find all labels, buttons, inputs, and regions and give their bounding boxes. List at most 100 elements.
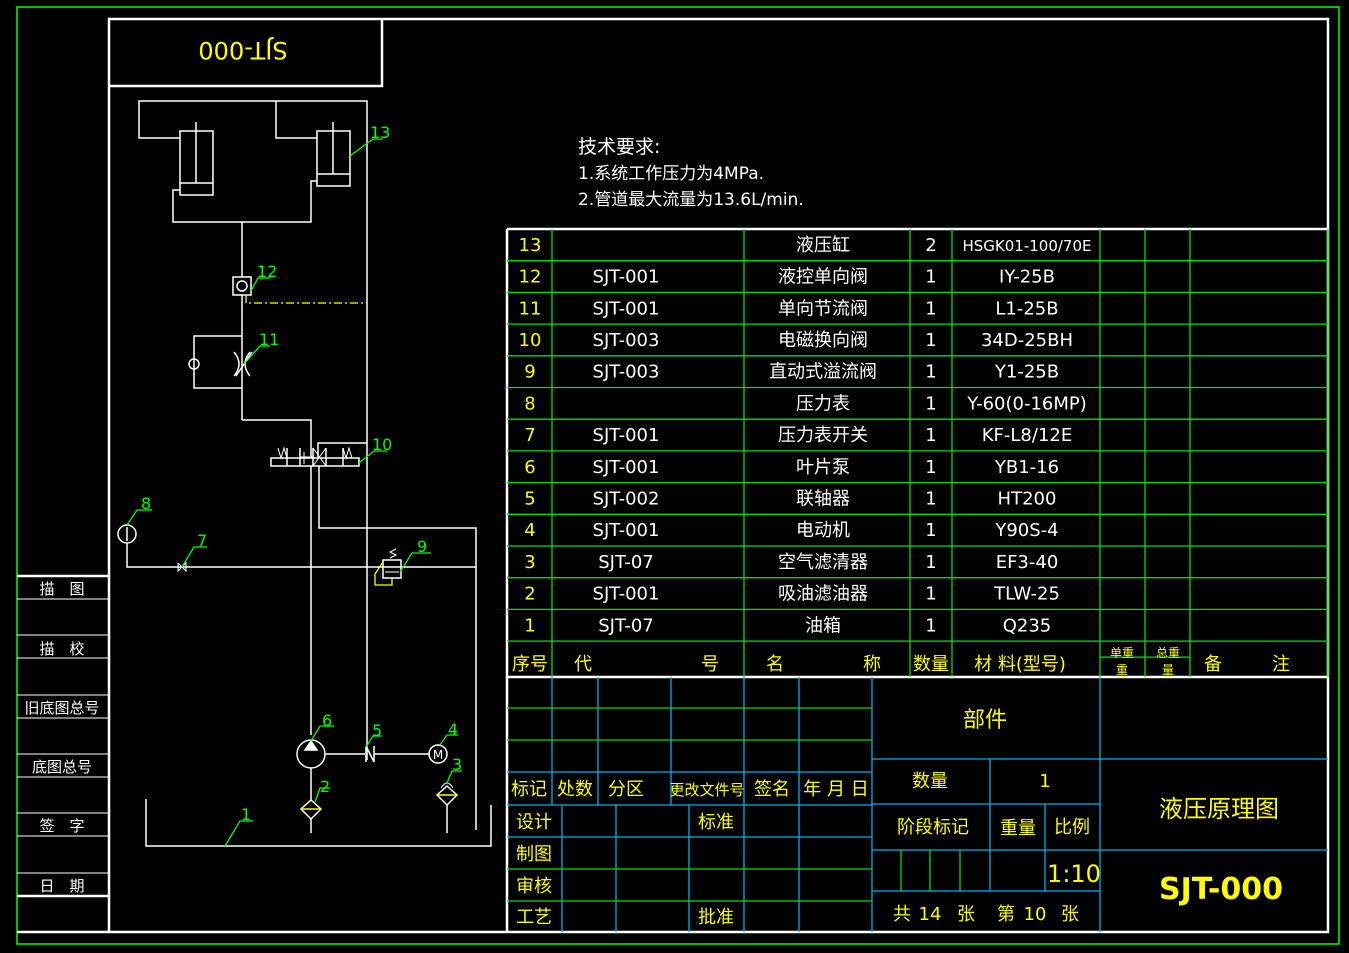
side-label-base-no: 底图总号 <box>32 758 92 776</box>
sheets-current: 10 <box>1024 904 1047 925</box>
bom-header-name-a: 名 <box>766 654 784 675</box>
bom-cell-code: SJT-001 <box>593 584 660 605</box>
side-strip <box>17 574 109 934</box>
bom-header-code-a: 代 <box>574 654 592 675</box>
bom-cell-seq: 1 <box>524 615 535 636</box>
callout-7: 7 <box>197 531 207 550</box>
bom-cell-material: Y1-25B <box>994 362 1059 383</box>
bom-cell-material: 34D-25BH <box>981 330 1073 351</box>
bom-cell-material: TLW-25 <box>993 584 1060 605</box>
bom-cell-name: 电动机 <box>796 520 850 541</box>
bom-header-name-b: 称 <box>863 654 881 675</box>
pilot-line <box>245 295 367 304</box>
callout-1: 1 <box>241 805 251 824</box>
bom-cell-qty: 1 <box>925 330 936 351</box>
bom-cell-material: L1-25B <box>995 298 1058 319</box>
bom-cell-name: 直动式溢流阀 <box>769 362 877 383</box>
relief-valve-icon <box>374 548 402 586</box>
bom-cell-material: IY-25B <box>999 267 1055 288</box>
rev-header-count: 处数 <box>557 779 593 800</box>
drawing-number: SJT-000 <box>1159 872 1283 907</box>
bom-header-material: 材 料(型号) <box>974 654 1066 675</box>
scale-value: 1:10 <box>1047 860 1101 888</box>
tech-requirement-1: 1.系统工作压力为4MPa. <box>578 164 764 184</box>
bom-cell-name: 吸油滤油器 <box>778 584 868 605</box>
svg-text:M: M <box>433 748 443 762</box>
gauge-switch-icon <box>177 561 187 573</box>
bom-header-remark-a: 备 <box>1204 654 1222 675</box>
coupling-icon <box>365 745 375 763</box>
callout-4: 4 <box>448 720 458 739</box>
bom-header-qty: 数量 <box>913 654 949 675</box>
bom-cell-qty: 1 <box>925 552 936 573</box>
bom-cell-material: HSGK01-100/70E <box>962 237 1091 255</box>
cylinder-right-icon <box>316 122 351 187</box>
bom-cell-code: SJT-003 <box>593 330 660 351</box>
bom-header-unit-weight-top: 单重 <box>1110 646 1134 660</box>
outer-frame <box>16 6 1340 945</box>
tech-requirements-heading: 技术要求: <box>578 136 660 158</box>
bom-cell-seq: 3 <box>524 552 535 573</box>
bom-cell-name: 电磁换向阀 <box>778 330 868 351</box>
qty-label: 数量 <box>912 771 948 792</box>
bom-cell-code: SJT-003 <box>593 362 660 383</box>
role-standard: 标准 <box>698 812 734 833</box>
bom-cell-name: 联轴器 <box>796 488 850 509</box>
callout-5: 5 <box>372 721 382 740</box>
bom-cell-qty: 1 <box>925 267 936 288</box>
bom-cell-material: Y-60(0-16MP) <box>966 393 1087 414</box>
bom-cell-name: 压力表开关 <box>778 425 868 446</box>
role-drawing: 制图 <box>516 844 552 865</box>
mirrored-drawing-number: SJT-000 <box>198 36 287 64</box>
motor-icon: M <box>428 744 448 764</box>
bom-cell-material: Q235 <box>1003 615 1052 636</box>
part-label: 部件 <box>963 708 1007 733</box>
bom-cell-name: 液控单向阀 <box>778 267 868 288</box>
bom-cell-seq: 13 <box>519 235 542 256</box>
rev-header-change-doc: 更改文件号 <box>669 781 744 799</box>
role-design: 设计 <box>516 812 552 833</box>
bom-cell-qty: 1 <box>925 298 936 319</box>
bom-cell-seq: 11 <box>519 298 542 319</box>
oil-tank-icon <box>145 799 492 847</box>
bom-header-total-weight-bottom: 量 <box>1162 663 1174 677</box>
bom-cell-code: SJT-001 <box>593 298 660 319</box>
bom-cell-name: 液压缸 <box>796 234 850 256</box>
bom-cell-qty: 1 <box>925 457 936 478</box>
bom-cell-name: 单向节流阀 <box>778 298 868 319</box>
bom-cell-qty: 1 <box>925 584 936 605</box>
stage-label: 阶段标记 <box>897 817 969 838</box>
bom-cell-qty: 1 <box>925 393 936 414</box>
side-label-trace: 描 图 <box>39 580 84 598</box>
bom-cell-code: SJT-001 <box>593 425 660 446</box>
bom-cell-qty: 1 <box>925 488 936 509</box>
hydraulic-schematic: M <box>117 100 492 847</box>
rev-header-date: 年 月 日 <box>803 779 868 800</box>
bom-row: 8 压力表 1 Y-60(0-16MP) <box>524 393 1087 414</box>
scale-label: 比例 <box>1054 817 1090 838</box>
bom-cell-code: SJT-001 <box>593 267 660 288</box>
solenoid-valve-icon <box>270 446 360 467</box>
callout-11: 11 <box>259 330 279 349</box>
callout-3: 3 <box>452 755 462 774</box>
bom-cell-material: EF3-40 <box>996 552 1059 573</box>
bom-cell-qty: 2 <box>925 235 936 256</box>
bom-cell-code: SJT-07 <box>598 552 653 573</box>
cylinder-left-icon <box>179 122 214 196</box>
bom-cell-code: SJT-001 <box>593 457 660 478</box>
sheets-total-unit: 张 <box>957 904 975 925</box>
drawing-name: 液压原理图 <box>1159 795 1279 823</box>
side-label-signature: 签 字 <box>39 817 84 835</box>
bom-cell-name: 压力表 <box>796 393 850 414</box>
callout-labels: 13 12 11 10 9 8 7 6 5 4 3 2 1 <box>141 123 462 824</box>
bom-cell-name: 叶片泵 <box>796 457 850 478</box>
bom-cell-seq: 8 <box>524 393 535 414</box>
side-label-date: 日 期 <box>39 877 84 895</box>
